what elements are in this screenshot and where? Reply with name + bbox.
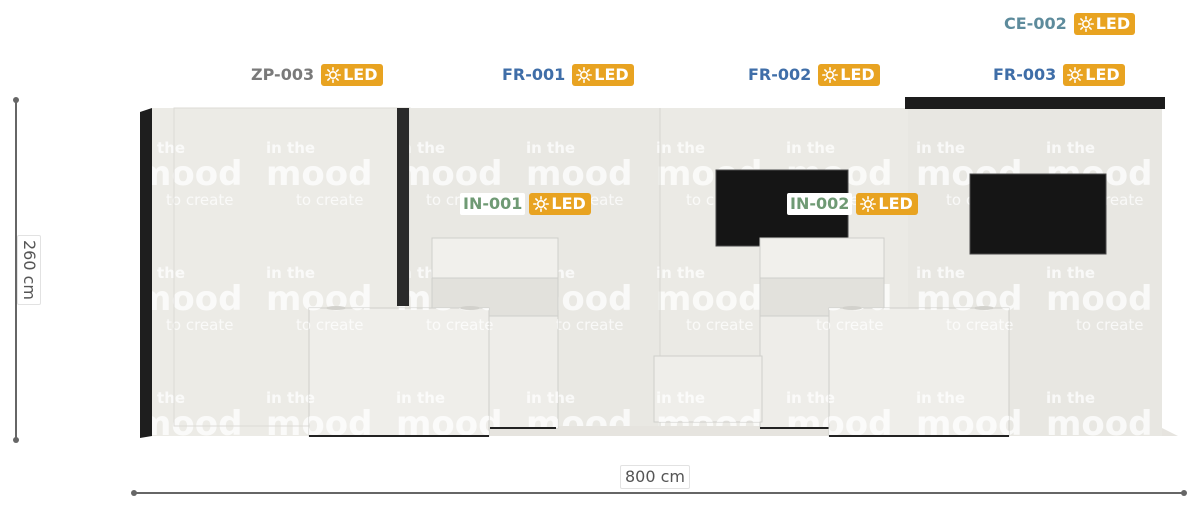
left-wall-edge <box>140 108 152 438</box>
led-label: LED <box>1095 14 1131 33</box>
sun-icon <box>533 196 550 212</box>
tag-ce-002: CE-002 LED <box>1001 13 1136 35</box>
tag-fr-001: FR-001 LED <box>499 64 634 86</box>
height-dimension-label: 260 cm <box>17 234 42 306</box>
sun-icon <box>1077 16 1094 32</box>
sun-icon <box>822 67 839 83</box>
led-label: LED <box>551 194 586 213</box>
sun-icon <box>325 67 342 83</box>
tag-code: ZP-003 <box>248 64 318 86</box>
tag-in-002: IN-002 LED <box>787 193 918 215</box>
led-label: LED <box>1085 65 1120 84</box>
led-badge: LED <box>818 64 880 86</box>
tag-fr-002: FR-002 LED <box>745 64 880 86</box>
led-badge: LED <box>856 193 918 215</box>
led-badge: LED <box>321 64 383 86</box>
led-badge: LED <box>529 193 591 215</box>
tag-code: FR-002 <box>745 64 815 86</box>
tag-code: FR-001 <box>499 64 569 86</box>
counter-in-002-top <box>759 237 885 281</box>
sun-icon <box>576 67 593 83</box>
width-dimension-label: 800 cm <box>620 465 691 489</box>
sun-icon <box>1067 67 1084 83</box>
led-label: LED <box>840 65 875 84</box>
counter-in-001-top <box>431 237 559 281</box>
tag-zp-003: ZP-003 LED <box>248 64 383 86</box>
led-label: LED <box>343 65 378 84</box>
led-badge: LED <box>572 64 634 86</box>
divider-post <box>397 108 409 306</box>
tag-code: FR-003 <box>990 64 1060 86</box>
tag-in-001: IN-001 LED <box>460 193 591 215</box>
tag-code: CE-002 <box>1001 13 1070 35</box>
sun-icon <box>860 196 877 212</box>
led-label: LED <box>878 194 913 213</box>
tag-fr-003: FR-003 LED <box>990 64 1125 86</box>
tag-code: IN-001 <box>460 193 526 215</box>
ceiling-ce-002 <box>905 97 1165 109</box>
led-badge: LED <box>1063 64 1125 86</box>
led-badge: LED <box>1073 13 1136 35</box>
screen-right <box>969 173 1107 255</box>
led-label: LED <box>594 65 629 84</box>
tag-code: IN-002 <box>787 193 853 215</box>
